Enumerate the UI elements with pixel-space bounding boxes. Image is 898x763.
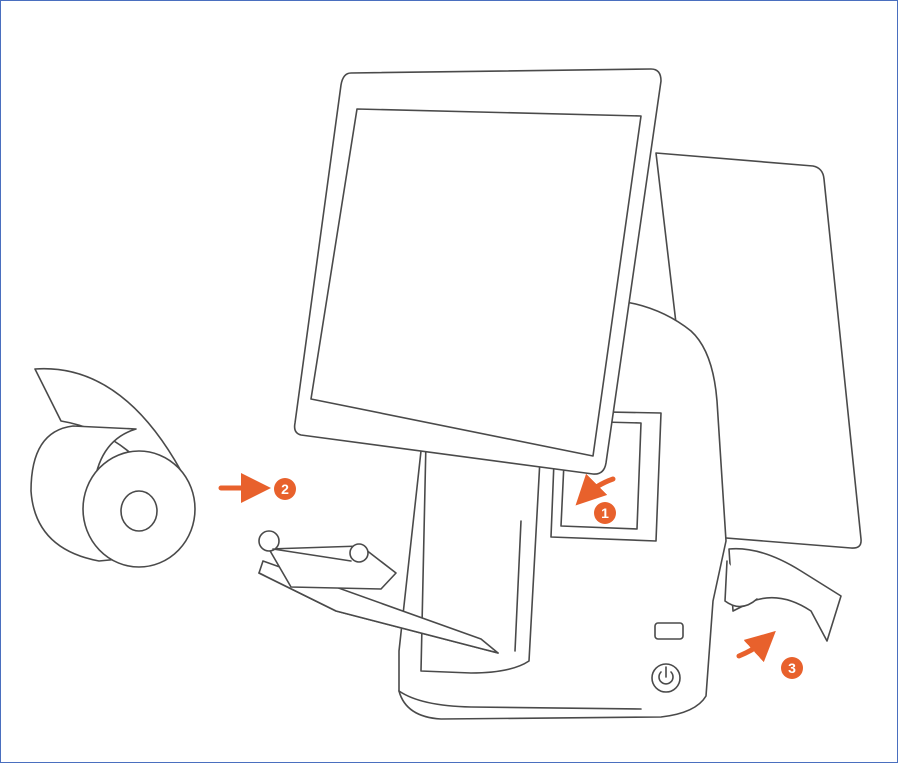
main-monitor — [295, 69, 661, 474]
step-badge-1: 1 — [594, 502, 616, 524]
side-paper-cover — [725, 549, 841, 641]
step-badge-2: 2 — [274, 478, 296, 500]
step-3-arrow-icon — [739, 639, 767, 656]
step-1-label: 1 — [601, 505, 609, 521]
step-badge-3: 3 — [781, 657, 803, 679]
step-2-label: 2 — [281, 481, 289, 497]
paper-roll-icon — [31, 369, 195, 567]
usb-port-icon — [655, 623, 683, 639]
power-button-icon[interactable] — [652, 664, 680, 692]
step-3-label: 3 — [788, 660, 796, 676]
